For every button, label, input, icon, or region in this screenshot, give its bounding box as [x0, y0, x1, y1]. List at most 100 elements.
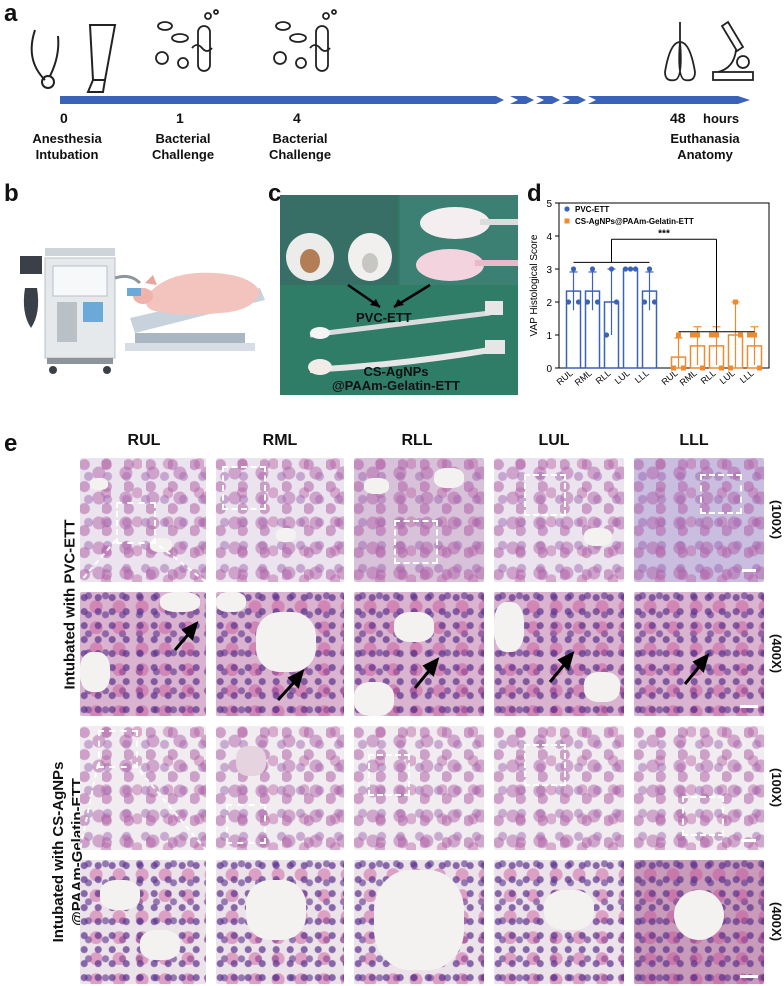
- data-point: [570, 266, 577, 272]
- mag-label-100x: (100X): [769, 500, 784, 540]
- intubation-tools-icon: [30, 24, 117, 93]
- panel-label-b: b: [4, 180, 19, 207]
- col-head-lul: LUL: [538, 432, 570, 449]
- x-tick-label: LUL: [613, 368, 632, 386]
- tile-cs-rul-400x: [80, 860, 206, 984]
- data-point: [589, 266, 596, 272]
- photo-label-cs-ett: CS-AgNPs @PAAm-Gelatin-ETT: [332, 364, 460, 393]
- tile-pvc-lul-100x: [494, 458, 624, 582]
- data-point: [709, 332, 714, 338]
- timeline-label-4: Bacterial Challenge: [268, 131, 332, 162]
- timeline-label-0: Anesthesia Intubation: [32, 131, 102, 162]
- tile-cs-lul-100x: [494, 726, 624, 850]
- data-point: [575, 299, 582, 305]
- x-tick-label: RML: [678, 368, 699, 388]
- bar: [622, 268, 639, 369]
- col-head-rll: RLL: [401, 432, 433, 449]
- x-tick-label: RUL: [660, 368, 680, 387]
- ett-photo: [280, 195, 518, 395]
- data-point: [613, 299, 620, 305]
- row-label-pvc: Intubated with PVC-ETT: [61, 519, 79, 690]
- tile-pvc-rml-400x: [216, 592, 344, 716]
- chart-frame: [558, 202, 770, 369]
- data-point: [651, 299, 658, 305]
- y-tick-label: 4: [546, 232, 552, 243]
- y-axis-label: VAP Histological Score: [529, 234, 540, 336]
- tile-pvc-lll-400x: [634, 592, 764, 716]
- y-tick-label: 0: [546, 364, 552, 375]
- timeline-point-1: 1: [176, 110, 184, 126]
- photo-label-pvc-ett: PVC-ETT: [356, 310, 412, 325]
- data-point: [690, 332, 695, 338]
- timeline-unit: hours: [703, 111, 740, 126]
- data-point: [681, 365, 686, 371]
- x-tick-label: LLL: [738, 368, 756, 385]
- x-tick-label: LLL: [633, 368, 651, 385]
- data-point: [608, 266, 615, 272]
- data-point: [584, 299, 591, 305]
- tile-pvc-lll-100x: [634, 458, 764, 582]
- tile-cs-lul-400x: [494, 860, 624, 984]
- timeline-point-48: 48: [670, 110, 686, 126]
- panel-label-a: a: [4, 0, 18, 27]
- panel-label-d: d: [527, 180, 542, 207]
- significance-label: ***: [658, 228, 670, 239]
- data-point: [594, 299, 601, 305]
- tile-pvc-rml-100x: [216, 458, 344, 582]
- data-point: [738, 332, 743, 338]
- lungs-microscope-icon: [664, 20, 754, 82]
- tile-cs-rll-400x: [354, 860, 484, 984]
- zoom-guide-lines: [80, 763, 206, 850]
- legend-marker: [564, 218, 570, 224]
- mag-label-100x: (100X): [769, 768, 784, 808]
- x-tick-label: RUL: [555, 368, 575, 387]
- data-point: [622, 266, 629, 272]
- data-point: [627, 266, 634, 272]
- data-point: [733, 299, 738, 305]
- timeline-point-0: 0: [60, 110, 68, 126]
- timeline-label-48: Euthanasia Anatomy: [670, 131, 740, 162]
- timeline-arrow: [60, 96, 750, 104]
- mag-label-400x: (400X): [769, 902, 784, 942]
- col-head-rml: RML: [262, 432, 298, 449]
- tile-pvc-rll-400x: [354, 592, 484, 716]
- tile-pvc-rll-100x: [354, 458, 484, 582]
- panel-label-e: e: [4, 430, 18, 457]
- data-point: [757, 365, 762, 371]
- data-point: [747, 332, 752, 338]
- data-point: [676, 332, 681, 338]
- y-tick-label: 1: [546, 331, 552, 342]
- mag-label-400x: (400X): [769, 634, 784, 674]
- tile-pvc-rul-400x: [80, 592, 206, 716]
- ett-photo-drawing: [280, 195, 518, 375]
- data-point: [714, 332, 719, 338]
- data-point: [752, 332, 757, 338]
- tile-pvc-lul-400x: [494, 592, 624, 716]
- tile-cs-rul-100x: [80, 726, 206, 850]
- tile-cs-rml-400x: [216, 860, 344, 984]
- data-point: [700, 365, 705, 371]
- y-tick-label: 3: [546, 265, 552, 276]
- timeline-point-4: 4: [293, 110, 301, 126]
- pig-ventilator-illustration: [20, 248, 265, 374]
- col-head-rul: RUL: [127, 432, 161, 449]
- x-tick-label: LUL: [718, 368, 737, 386]
- data-point: [641, 299, 648, 305]
- tile-cs-lll-100x: [634, 726, 764, 850]
- timeline-label-1: Bacterial Challenge: [151, 131, 215, 162]
- x-tick-label: RLL: [699, 368, 718, 386]
- bacteria-test-tube-icon: [273, 9, 337, 72]
- legend-marker: [564, 206, 570, 212]
- x-tick-label: RLL: [594, 368, 613, 386]
- data-point: [671, 365, 676, 371]
- tile-cs-rml-100x: [216, 726, 344, 850]
- data-point: [695, 332, 700, 338]
- tile-cs-rll-100x: [354, 726, 484, 850]
- y-tick-label: 5: [546, 199, 552, 210]
- tile-cs-lll-400x: [634, 860, 764, 984]
- data-point: [565, 299, 572, 305]
- col-head-lll: LLL: [679, 432, 709, 449]
- panel-label-c: c: [268, 180, 282, 207]
- lesion-arrows: [173, 621, 710, 702]
